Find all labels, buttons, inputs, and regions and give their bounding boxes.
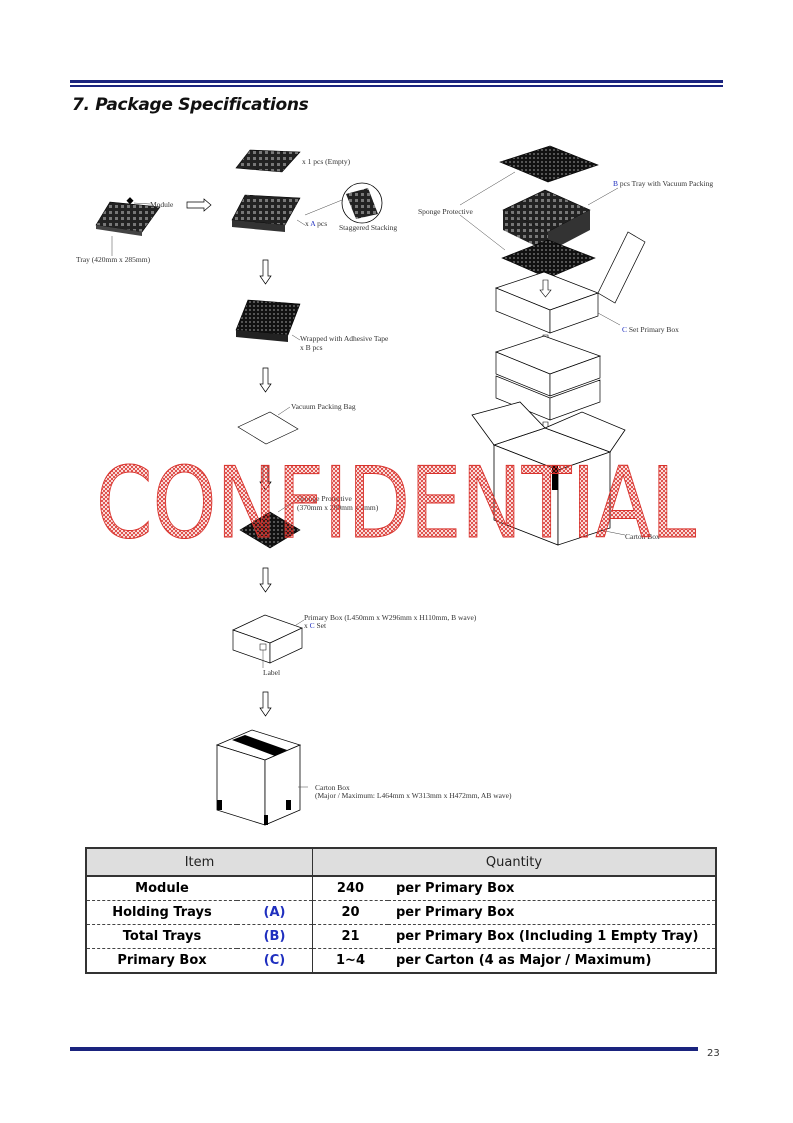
row-item: Primary Box [117, 953, 207, 968]
down-arrow-4 [259, 567, 272, 593]
bottom-sponge-right [501, 239, 596, 279]
label-vacuum-bag: Vacuum Packing Bag [291, 402, 356, 411]
label-sponge-left: Sponge Protective [297, 494, 352, 503]
primary-box-left [232, 614, 303, 664]
row-qty: 1~4 [312, 948, 388, 973]
row-desc: per Carton (4 as Major / Maximum) [396, 953, 652, 968]
row-code: (B) [237, 924, 313, 949]
row-desc: per Primary Box [388, 876, 716, 901]
header-rule-top [70, 80, 723, 83]
label-set: Set [316, 621, 327, 630]
label-tray-size: Tray (420mm x 285mm) [76, 255, 151, 264]
label-carton-box-right: Carton Box [625, 532, 660, 541]
row-code: (A) [237, 900, 313, 925]
label-carton-box: Carton Box [315, 783, 350, 792]
label-primary-box: Primary Box (L450mm x W296mm x H110mm, B… [304, 613, 477, 622]
row-code [237, 876, 313, 901]
label-x-b-pcs: x B pcs [300, 343, 323, 352]
label-pcs: pcs [317, 219, 328, 228]
sponge-protective-left [239, 511, 301, 549]
table-row: Primary Box (C) 1~4 per Carton (4 as Maj… [86, 948, 716, 973]
footer-rule [70, 1047, 698, 1051]
open-carton-box [471, 401, 626, 546]
code-a: A [310, 219, 316, 228]
code-c: C [309, 621, 315, 630]
label-label: Label [263, 668, 281, 677]
label-x-prefix: x [305, 219, 309, 228]
down-arrow-1 [259, 259, 272, 285]
label-b-pcs-tray: B pcs Tray with Vacuum Packing [613, 179, 713, 188]
label-sponge-size: (370mm x 280mm x 2mm) [297, 503, 379, 512]
down-arrow-right-1 [539, 279, 552, 298]
row-qty: 21 [312, 924, 388, 949]
label-carton-spec: (Major / Maximum: L464mm x W313mm x H472… [315, 791, 512, 800]
vacuum-bag [237, 411, 299, 445]
row-code: (C) [263, 953, 286, 968]
page-number: 23 [707, 1048, 720, 1059]
down-arrow-5 [259, 691, 272, 717]
label-wrapped: Wrapped with Adhesive Tape [300, 334, 389, 343]
table-row: Holding Trays (A) 20 per Primary Box [86, 900, 716, 925]
label-c-set-primary-box: C Set Primary Box [622, 325, 679, 334]
label-module: Module [150, 200, 174, 209]
table-row: Module 240 per Primary Box [86, 876, 716, 901]
row-desc: per Primary Box [388, 900, 716, 925]
empty-tray [235, 149, 301, 173]
label-x-c-set: x C Set [304, 621, 326, 630]
label-x-a-pcs: x A pcs [305, 219, 327, 228]
row-qty: 240 [312, 876, 388, 901]
code-b: B [613, 179, 619, 188]
section-title: 7. Package Specifications [72, 95, 309, 115]
label-x-prefix-c: x [304, 621, 308, 630]
label-staggered-stacking: Staggered Stacking [339, 223, 398, 232]
top-sponge-right [499, 145, 599, 183]
down-arrow-3 [259, 465, 272, 491]
header-quantity: Quantity [312, 848, 716, 877]
label-set-primary-box: Set Primary Box [628, 325, 679, 334]
label-empty-tray: x 1 pcs (Empty) [302, 157, 351, 166]
label-sponge-right: Sponge Protective [418, 207, 473, 216]
stacked-trays [231, 194, 301, 226]
module-icon [126, 197, 134, 205]
label-pcs-tray-vacuum: pcs Tray with Vacuum Packing [619, 179, 714, 188]
row-item: Module [86, 876, 237, 901]
wrapped-trays [235, 299, 301, 336]
packaging-diagram [95, 145, 646, 826]
row-desc: per Primary Box (Including 1 Empty Tray) [388, 924, 716, 949]
stacked-primary-boxes [494, 335, 602, 421]
header-item: Item [86, 848, 313, 877]
table-row: Total Trays (B) 21 per Primary Box (Incl… [86, 924, 716, 949]
arrow-right [186, 198, 212, 212]
open-primary-box [494, 231, 646, 334]
header-rule-bottom [70, 85, 723, 87]
code-c-right: C [622, 325, 628, 334]
table-header-row: Item Quantity [86, 848, 716, 877]
row-qty: 20 [312, 900, 388, 925]
down-arrow-2 [259, 367, 272, 393]
spec-table: Item Quantity Module 240 per Primary Box… [85, 847, 717, 974]
row-item: Holding Trays [86, 900, 237, 925]
row-item: Total Trays [86, 924, 237, 949]
